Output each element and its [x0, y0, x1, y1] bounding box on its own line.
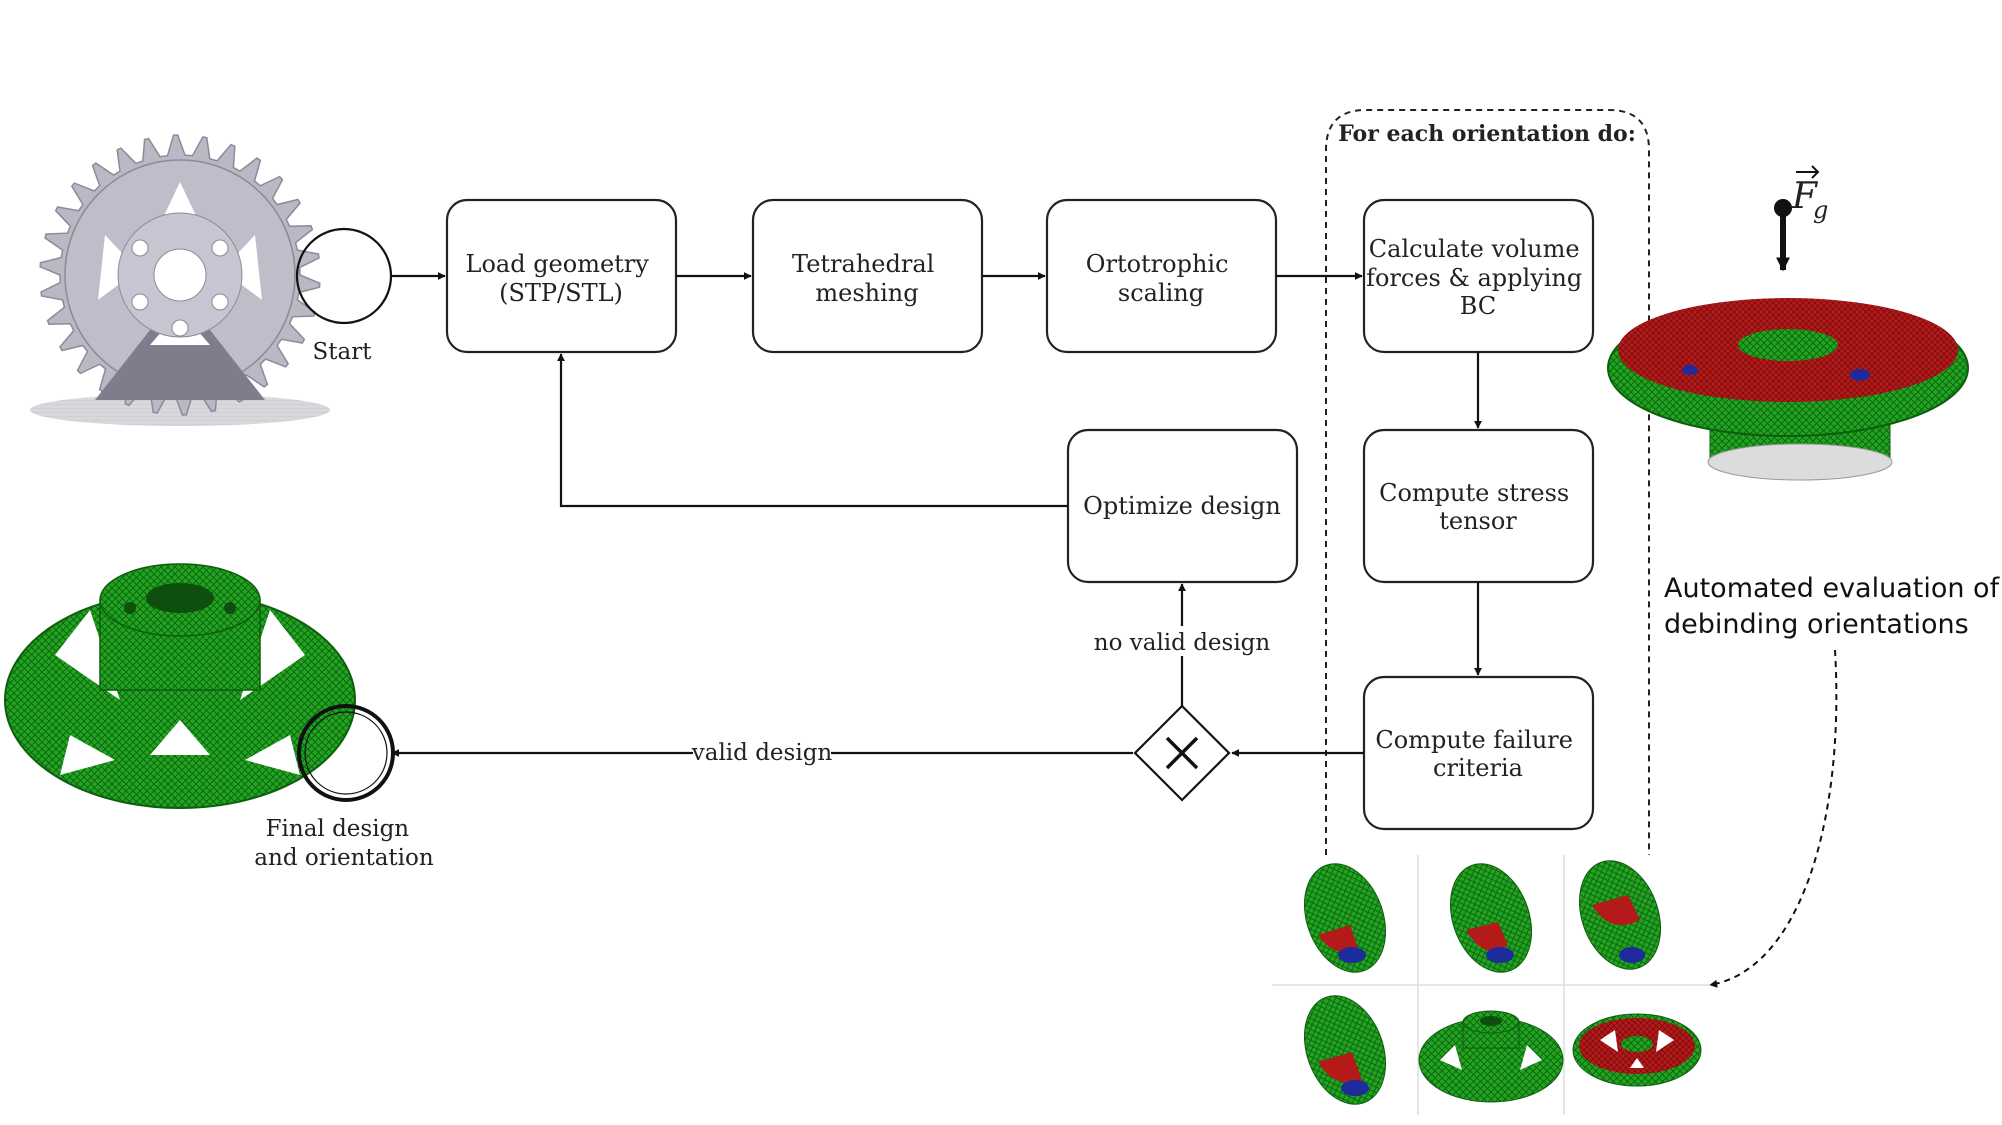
- edge-optimize-to-load: [557, 353, 1068, 508]
- orientation-thumb-3: [1578, 860, 1662, 970]
- node-calculate-volume-forces: Calculate volume forces & applying BC: [1362, 198, 1595, 354]
- auto-eval-label: Automated evaluation of debinding orient…: [1664, 573, 2002, 640]
- node-tetrahedral-meshing: Tetrahedral meshing: [751, 198, 984, 354]
- start-event: [295, 227, 393, 325]
- node-ortotrophic-scaling: Ortotrophic scaling: [1045, 198, 1278, 354]
- orientation-thumb-4: [1303, 995, 1387, 1105]
- orientation-thumb-2: [1449, 863, 1533, 973]
- orientation-thumb-1: [1303, 863, 1387, 973]
- loop-container: [1325, 109, 1650, 855]
- node-label: Compute stress tensor: [1379, 479, 1577, 535]
- edge-label-no-valid-design: no valid design: [1094, 630, 1271, 656]
- end-event: [297, 704, 395, 802]
- node-label: Load geometry (STP/STL): [466, 250, 657, 307]
- sprocket-cad-image: [30, 134, 330, 426]
- node-compute-stress-tensor: Compute stress tensor: [1362, 428, 1595, 584]
- exclusive-gateway: [1133, 704, 1231, 802]
- edge-label-valid-design: valid design: [691, 740, 833, 766]
- orientation-thumb-6: [1572, 1013, 1702, 1087]
- stress-result-sprocket-image: [1607, 298, 1969, 481]
- start-label: Start: [313, 339, 373, 365]
- orientation-thumb-5: [1418, 1010, 1564, 1103]
- node-optimize-design: Optimize design: [1066, 428, 1299, 584]
- final-sprocket-mesh-image: [4, 563, 356, 809]
- gravity-force-arrow: [1774, 199, 1792, 272]
- node-label: Calculate volume forces & applying BC: [1366, 235, 1590, 320]
- node-label: Compute failure criteria: [1375, 726, 1580, 782]
- loop-title: For each orientation do:: [1338, 121, 1636, 147]
- force-symbol-label: F g: [1791, 165, 1828, 224]
- orientation-grid: [1272, 855, 1710, 1115]
- node-compute-failure-criteria: Compute failure criteria: [1362, 675, 1595, 831]
- svg-text:F: F: [1791, 176, 1819, 217]
- node-label: Tetrahedral meshing: [792, 250, 942, 307]
- node-label: Optimize design: [1083, 492, 1281, 520]
- end-label: Final design and orientation: [254, 816, 434, 871]
- svg-text:g: g: [1813, 196, 1828, 224]
- node-label: Ortotrophic scaling: [1086, 250, 1236, 307]
- node-load-geometry: Load geometry (STP/STL): [445, 198, 678, 354]
- auto-eval-arrow: [1709, 649, 1838, 988]
